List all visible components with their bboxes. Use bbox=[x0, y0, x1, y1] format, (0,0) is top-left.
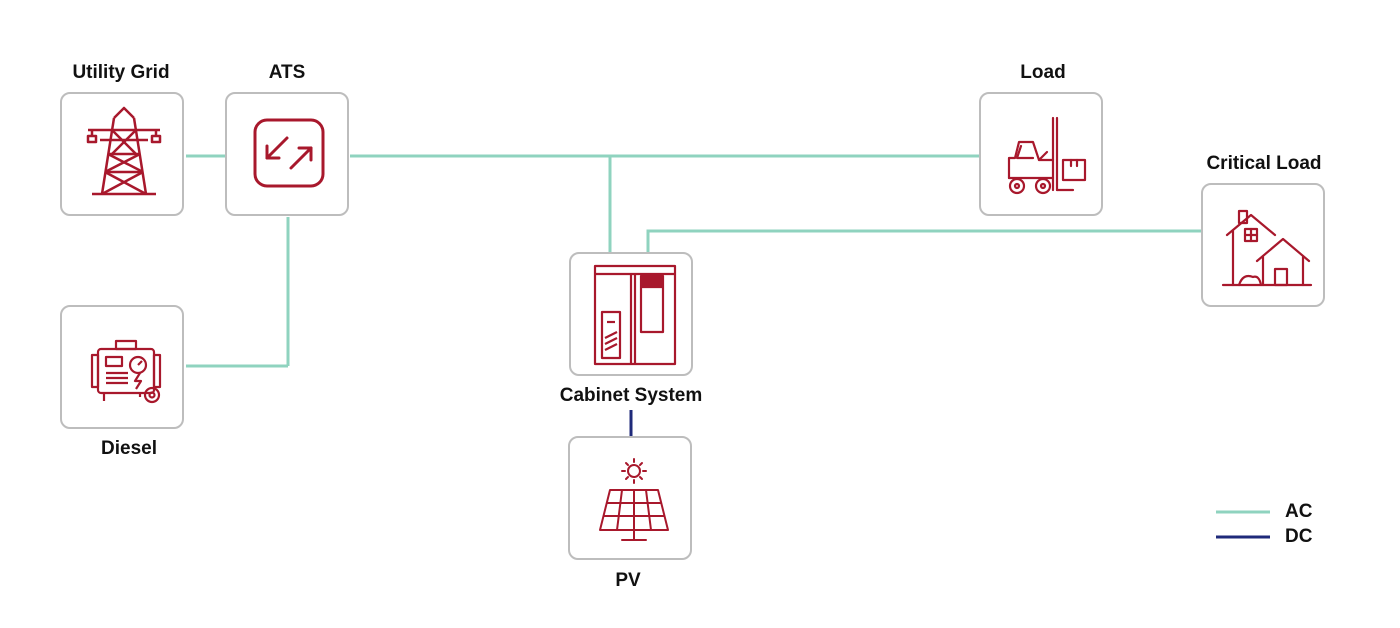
house-icon bbox=[1221, 209, 1313, 287]
utility-grid-node bbox=[60, 92, 184, 216]
diesel-node bbox=[60, 305, 184, 429]
switch-arrows-icon bbox=[253, 118, 325, 188]
diesel-generator-icon bbox=[90, 339, 162, 404]
transmission-tower-icon bbox=[86, 106, 162, 196]
battery-cabinet-icon bbox=[593, 264, 677, 366]
load-label: Load bbox=[1020, 62, 1066, 83]
forklift-icon bbox=[1007, 116, 1087, 195]
load-node bbox=[979, 92, 1103, 216]
ats-node bbox=[225, 92, 349, 216]
solar-panel-icon bbox=[599, 458, 669, 541]
critical-load-label: Critical Load bbox=[1206, 153, 1322, 174]
legend-dc-label: DC bbox=[1285, 526, 1313, 547]
pv-label: PV bbox=[615, 570, 641, 591]
critical-load-node bbox=[1201, 183, 1325, 307]
legend-ac-label: AC bbox=[1285, 501, 1313, 522]
cabinet-system-label: Cabinet System bbox=[559, 385, 703, 406]
utility-grid-label: Utility Grid bbox=[72, 62, 170, 83]
pv-node bbox=[568, 436, 692, 560]
diesel-label: Diesel bbox=[101, 438, 157, 459]
ac-line-cabinet-critical bbox=[646, 229, 1201, 252]
ats-label: ATS bbox=[268, 62, 306, 83]
cabinet-system-node bbox=[569, 252, 693, 376]
